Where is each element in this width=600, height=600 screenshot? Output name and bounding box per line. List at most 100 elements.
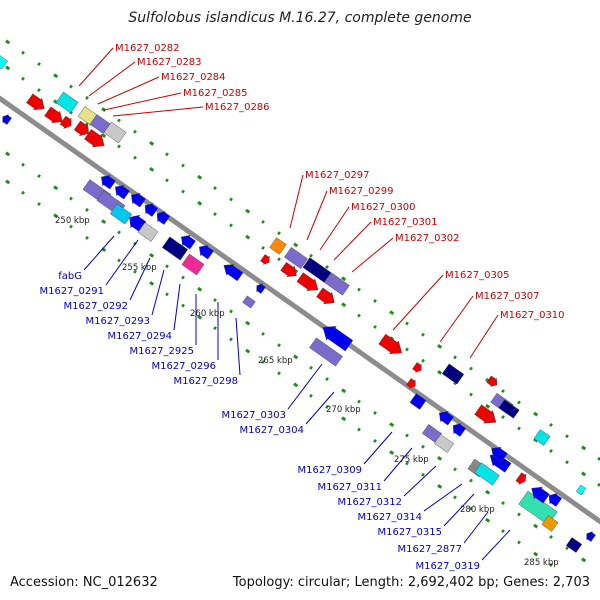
gc-tick: [357, 427, 361, 432]
gc-tick: [373, 438, 377, 443]
gene-feature: [474, 462, 500, 486]
gc-tick: [485, 403, 491, 409]
gene-feature: [284, 247, 308, 269]
gc-tick: [421, 472, 425, 477]
reverse-leader-line: [305, 391, 335, 425]
reverse-gene-label: M1627_0312: [337, 497, 402, 508]
gene-feature: [586, 531, 596, 542]
gene-feature: [575, 484, 587, 496]
forward-gene-label: M1627_0307: [475, 291, 540, 302]
reverse-gene-label: M1627_0311: [317, 482, 382, 493]
gc-tick: [197, 286, 203, 292]
gc-tick: [277, 257, 281, 262]
reverse-leader-line: [423, 483, 463, 512]
gc-tick: [533, 411, 539, 417]
gc-tick: [69, 196, 73, 201]
gc-tick: [453, 355, 457, 360]
gc-tick: [181, 275, 185, 280]
reverse-leader-line: [129, 257, 151, 301]
gc-tick: [501, 501, 505, 506]
topology-text: Topology: circular; Length: 2,692,402 bp…: [232, 575, 590, 590]
reverse-leader-line: [173, 283, 181, 331]
gc-tick: [309, 253, 313, 258]
gc-tick: [565, 546, 569, 551]
gene-feature: [181, 234, 196, 250]
forward-gene-label: M1627_0284: [161, 72, 226, 83]
forward-gene-label: M1627_0302: [395, 233, 460, 244]
gene-feature: [531, 486, 550, 504]
gc-tick: [405, 321, 409, 326]
gc-tick: [325, 265, 329, 269]
gc-tick: [517, 400, 521, 405]
gc-tick: [133, 129, 137, 134]
gc-tick: [37, 202, 41, 206]
reverse-leader-line: [363, 431, 393, 465]
gc-tick: [245, 320, 251, 326]
gene-feature: [316, 287, 335, 305]
gene-feature: [491, 446, 508, 462]
gene-feature: [161, 236, 189, 261]
gene-feature: [55, 91, 79, 114]
gene-feature: [486, 375, 498, 387]
gc-tick: [357, 313, 361, 318]
forward-leader-line: [289, 174, 304, 229]
gene-feature: [2, 114, 12, 125]
gc-tick: [117, 144, 121, 149]
gc-tick: [389, 310, 395, 315]
gc-tick: [245, 208, 251, 214]
gene-feature: [109, 203, 133, 225]
forward-gene-label: M1627_0282: [115, 43, 180, 54]
forward-gene-label: M1627_0283: [137, 57, 202, 68]
gc-tick: [501, 415, 505, 420]
forward-leader-line: [333, 221, 372, 261]
reverse-leader-line: [403, 465, 437, 497]
gc-tick: [405, 433, 409, 438]
gc-tick: [21, 190, 25, 195]
gc-tick: [5, 39, 11, 45]
gc-tick: [517, 540, 521, 545]
gc-tick: [373, 410, 377, 415]
gc-tick: [133, 155, 137, 160]
reverse-gene-label: M1627_2925: [129, 346, 194, 357]
forward-leader-line: [392, 274, 444, 331]
gc-tick: [293, 382, 299, 388]
forward-gene-label: M1627_0285: [183, 88, 248, 99]
gene-feature: [541, 515, 559, 532]
gc-tick: [373, 298, 377, 303]
gene-feature: [515, 472, 527, 486]
forward-leader-line: [319, 206, 350, 251]
gene-feature: [565, 537, 583, 553]
reverse-gene-label: M1627_0291: [39, 286, 104, 297]
forward-leader-line: [103, 92, 182, 111]
gc-tick: [325, 405, 329, 409]
scale-tick-label: 255 kbp: [122, 263, 157, 273]
gc-tick: [197, 200, 203, 206]
gc-tick: [389, 450, 395, 455]
gc-tick: [117, 118, 121, 123]
reverse-leader-line: [463, 511, 489, 544]
gc-tick: [229, 309, 233, 314]
gc-tick: [85, 235, 89, 240]
forward-leader-line: [88, 61, 136, 97]
gc-tick: [533, 523, 539, 529]
forward-leader-line: [469, 314, 499, 359]
gene-feature: [0, 52, 8, 70]
gene-feature: [73, 120, 89, 137]
gc-tick: [357, 399, 361, 404]
gc-tick: [325, 377, 329, 381]
gc-tick: [213, 298, 217, 303]
reverse-gene-label: M1627_0292: [63, 301, 128, 312]
gc-tick: [341, 302, 347, 308]
forward-gene-label: M1627_0299: [329, 186, 394, 197]
gene-feature: [256, 283, 266, 294]
gc-tick: [437, 370, 443, 375]
gene-feature: [378, 333, 403, 354]
gc-tick: [261, 331, 265, 336]
gene-feature: [441, 363, 465, 385]
gc-tick: [469, 366, 473, 371]
gene-feature: [412, 362, 422, 373]
gc-tick: [421, 444, 425, 449]
gene-feature: [302, 257, 332, 283]
gc-tick: [549, 449, 553, 453]
